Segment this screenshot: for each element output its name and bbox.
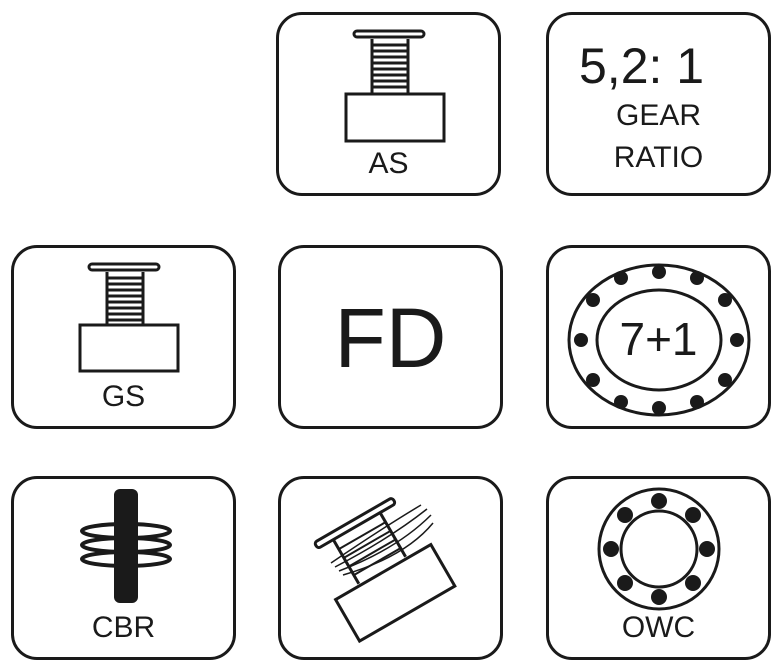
gs-feature-tile: GS — [11, 245, 236, 429]
owc-feature-tile: OWC — [546, 476, 771, 660]
as-label: AS — [368, 147, 409, 180]
ball-bearing-tile: 7+1 — [546, 245, 771, 429]
gs-label: GS — [101, 380, 146, 413]
gear-ratio-tile: 5,2: 1 GEAR RATIO — [546, 12, 771, 196]
owc-label: OWC — [621, 611, 696, 644]
line-spool-icon — [313, 497, 457, 644]
graphite-spool-icon — [78, 262, 180, 373]
fd-label: FD — [334, 291, 447, 385]
gear-label: GEAR — [615, 99, 702, 132]
aluminum-spool-icon — [344, 29, 446, 143]
corrosion-resistant-bearing-icon — [80, 489, 172, 603]
one-way-clutch-icon — [597, 487, 721, 611]
cbr-label: CBR — [91, 611, 156, 644]
ratio-label: RATIO — [613, 141, 704, 174]
line-spool-tile — [278, 476, 503, 660]
fd-feature-tile: FD — [278, 245, 503, 429]
as-feature-tile: AS — [276, 12, 501, 196]
cbr-feature-tile: CBR — [11, 476, 236, 660]
ball-bearing-icon — [567, 263, 751, 417]
ball-bearing-count: 7+1 — [619, 313, 698, 365]
gear-ratio-value: 5,2: 1 — [579, 38, 705, 94]
